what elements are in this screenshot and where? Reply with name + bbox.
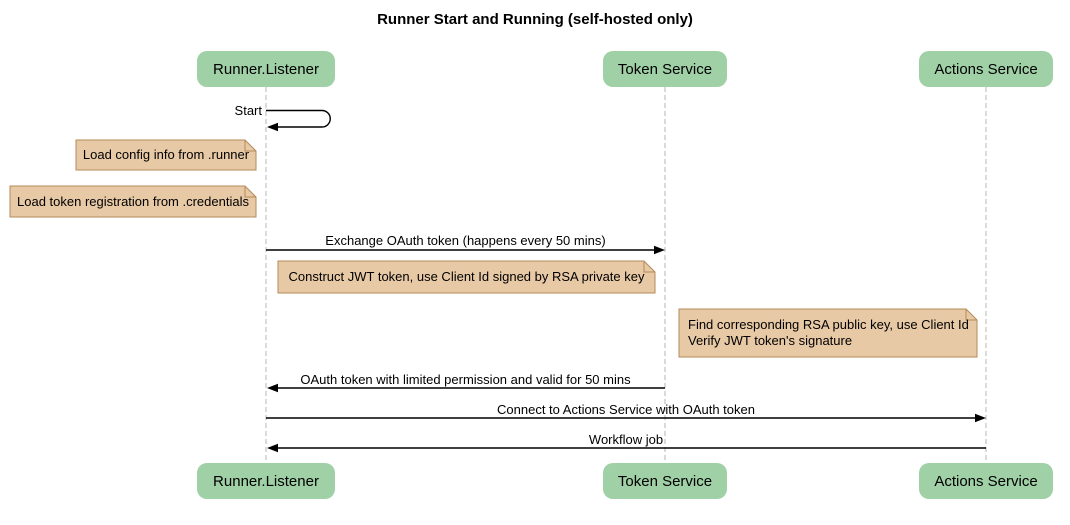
participant-label: Runner.Listener [213, 472, 319, 490]
participant-label: Token Service [617, 60, 713, 78]
participant-top-token-service: Token Service [603, 51, 727, 87]
message-label-exchange-oauth: Exchange OAuth token (happens every 50 m… [325, 233, 606, 248]
arrowhead-left-icon [267, 443, 278, 453]
arrowhead-right-icon [975, 413, 986, 423]
participant-bottom-actions-service: Actions Service [919, 463, 1053, 499]
note-shape-load-token-registration [9, 185, 257, 218]
participant-label: Actions Service [934, 60, 1038, 78]
note-load-config: Load config info from .runner [82, 147, 250, 162]
note-load-token-registration: Load token registration from .credential… [17, 193, 249, 209]
note-fold-icon [244, 140, 256, 152]
self-message-arrowhead-icon [267, 122, 278, 132]
participant-top-actions-service: Actions Service [919, 51, 1053, 87]
message-label-workflow-job: Workflow job [588, 432, 664, 447]
participant-top-runner-listener: Runner.Listener [197, 51, 335, 87]
arrowhead-left-icon [267, 383, 278, 393]
message-label-start: Start [234, 103, 262, 118]
participant-bottom-token-service: Token Service [603, 463, 727, 499]
note-verify-jwt: Find corresponding RSA public key, use C… [688, 317, 969, 348]
arrowhead-right-icon [654, 245, 665, 255]
note-fold-icon [244, 186, 256, 198]
note-fold-icon [965, 309, 977, 321]
note-construct-jwt: Construct JWT token, use Client Id signe… [288, 269, 645, 284]
note-shape-verify-jwt [678, 308, 978, 358]
message-label-connect-actions: Connect to Actions Service with OAuth to… [497, 402, 755, 417]
participant-label: Actions Service [934, 472, 1038, 490]
note-fold-icon [643, 261, 655, 273]
participant-label: Runner.Listener [213, 60, 319, 78]
self-message-loop [266, 109, 331, 128]
message-label-oauth-return: OAuth token with limited permission and … [300, 372, 631, 387]
diagram-title: Runner Start and Running (self-hosted on… [377, 11, 693, 28]
participant-bottom-runner-listener: Runner.Listener [197, 463, 335, 499]
note-shape-construct-jwt [277, 260, 656, 294]
participant-label: Token Service [617, 472, 713, 490]
note-shape-load-config [75, 139, 257, 171]
